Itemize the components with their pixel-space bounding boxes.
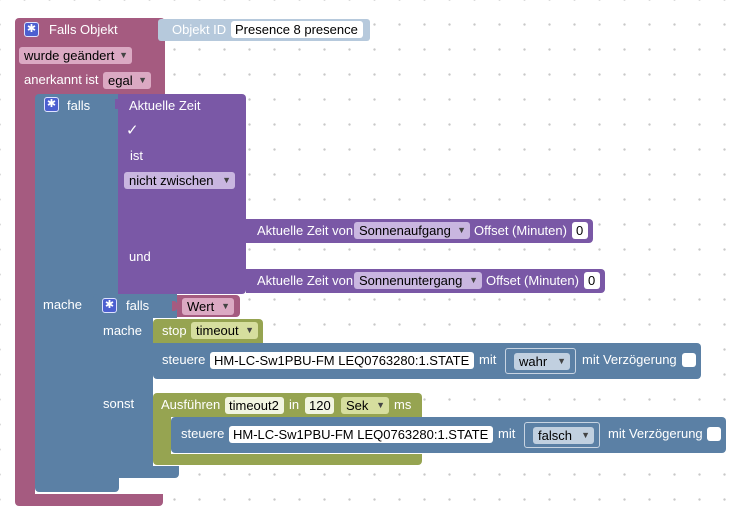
outer-if-block[interactable] — [35, 94, 121, 294]
sunset-prefix: Aktuelle Zeit von — [257, 273, 354, 288]
gear-icon[interactable]: ✱ — [24, 22, 39, 37]
timeout-in-label: in — [289, 397, 300, 412]
sunset-dropdown[interactable]: Sonnenuntergang ▼ — [354, 272, 482, 289]
dropdown-arrow-icon: ▼ — [376, 400, 385, 410]
timeout-amount-input[interactable]: 120 — [305, 397, 334, 414]
control-false-mit-label: mit — [498, 426, 516, 441]
falsch-dropdown[interactable]: falsch ▼ — [533, 427, 594, 444]
timeout-block-spine — [153, 416, 171, 458]
control-false-label: steuere — [181, 426, 225, 441]
wahr-value: wahr — [519, 354, 548, 369]
control-false-device-input[interactable]: HM-LC-Sw1PBU-FM LEQ0763280:1.STATE — [229, 426, 493, 443]
compare-mode-value: nicht zwischen — [129, 173, 214, 188]
trigger-block-foot — [15, 494, 163, 506]
stop-timeout-dropdown[interactable]: timeout ▼ — [191, 322, 258, 339]
sunset-offset-input[interactable]: 0 — [584, 272, 600, 289]
inner-if-label: falls — [126, 298, 150, 313]
dropdown-arrow-icon: ▼ — [581, 430, 590, 440]
inner-if-foot — [93, 466, 179, 478]
wert-value: Wert — [187, 299, 215, 314]
dropdown-arrow-icon: ▼ — [557, 356, 566, 366]
ack-value: egal — [108, 73, 133, 88]
dropdown-arrow-icon: ▼ — [469, 275, 478, 285]
sunrise-value: Sonnenaufgang — [359, 223, 451, 238]
ack-label: anerkannt ist — [24, 72, 99, 87]
time-compare-connector — [115, 99, 120, 109]
dropdown-arrow-icon: ▼ — [222, 175, 231, 185]
objekt-id-label: Objekt ID — [172, 22, 227, 37]
outer-mache-label: mache — [43, 297, 83, 312]
sunset-value: Sonnenuntergang — [359, 273, 463, 288]
sunset-offset-label: Offset (Minuten) — [486, 273, 579, 288]
inner-mache-label: mache — [103, 323, 143, 338]
gear-icon[interactable]: ✱ — [102, 298, 117, 313]
dropdown-arrow-icon: ▼ — [245, 325, 254, 335]
check-mark-field[interactable]: ✓ — [124, 122, 140, 139]
stop-label: stop — [162, 323, 187, 338]
time-block-label: Aktuelle Zeit — [129, 98, 201, 113]
gear-icon[interactable]: ✱ — [44, 97, 59, 112]
control-true-mit-label: mit — [479, 352, 497, 367]
wert-connector — [172, 301, 177, 311]
dropdown-arrow-icon: ▼ — [221, 301, 230, 311]
und-label: und — [129, 249, 151, 264]
control-true-delay-checkbox[interactable] — [682, 353, 696, 367]
dropdown-arrow-icon: ▼ — [138, 75, 147, 85]
trigger-title: Falls Objekt — [49, 22, 118, 37]
check-mark-icon: ✓ — [126, 122, 139, 139]
control-false-delay-checkbox[interactable] — [707, 427, 721, 441]
timeout-unit-dropdown[interactable]: Sek ▼ — [341, 397, 389, 414]
sunrise-offset-label: Offset (Minuten) — [474, 223, 567, 238]
control-false-delay-label: mit Verzögerung — [608, 426, 703, 441]
timeout-label: Ausführen — [161, 397, 221, 412]
outer-if-spine — [35, 294, 93, 474]
ist-label: ist — [130, 148, 143, 163]
sunrise-prefix: Aktuelle Zeit von — [257, 223, 354, 238]
outer-if-label: falls — [67, 98, 91, 113]
stop-timeout-value: timeout — [196, 323, 239, 338]
falsch-value: falsch — [538, 428, 572, 443]
control-true-label: steuere — [162, 352, 206, 367]
change-mode-value: wurde geändert — [24, 48, 115, 63]
objekt-id-field[interactable]: Presence 8 presence — [231, 21, 363, 38]
dropdown-arrow-icon: ▼ — [119, 50, 128, 60]
wert-dropdown[interactable]: Wert ▼ — [182, 298, 234, 315]
compare-mode-dropdown[interactable]: nicht zwischen ▼ — [124, 172, 235, 189]
sunrise-dropdown[interactable]: Sonnenaufgang ▼ — [354, 222, 470, 239]
trigger-block-spine — [15, 95, 35, 495]
sunset-connector — [241, 276, 246, 286]
timeout-name-input[interactable]: timeout2 — [225, 397, 284, 414]
time-compare-block[interactable] — [118, 94, 246, 294]
ack-dropdown[interactable]: egal ▼ — [103, 72, 151, 89]
inner-if-spine — [93, 316, 153, 466]
timeout-block-foot — [153, 454, 422, 465]
change-mode-dropdown[interactable]: wurde geändert ▼ — [19, 47, 132, 64]
dropdown-arrow-icon: ▼ — [457, 225, 466, 235]
timeout-unit-value: Sek — [346, 398, 369, 413]
inner-sonst-label: sonst — [103, 396, 135, 411]
sunrise-connector — [241, 226, 246, 236]
sunrise-offset-input[interactable]: 0 — [572, 222, 588, 239]
wahr-dropdown[interactable]: wahr ▼ — [514, 353, 570, 370]
control-true-delay-label: mit Verzögerung — [582, 352, 677, 367]
control-true-device-input[interactable]: HM-LC-Sw1PBU-FM LEQ0763280:1.STATE — [210, 352, 474, 369]
timeout-ms-label: ms — [394, 397, 412, 412]
